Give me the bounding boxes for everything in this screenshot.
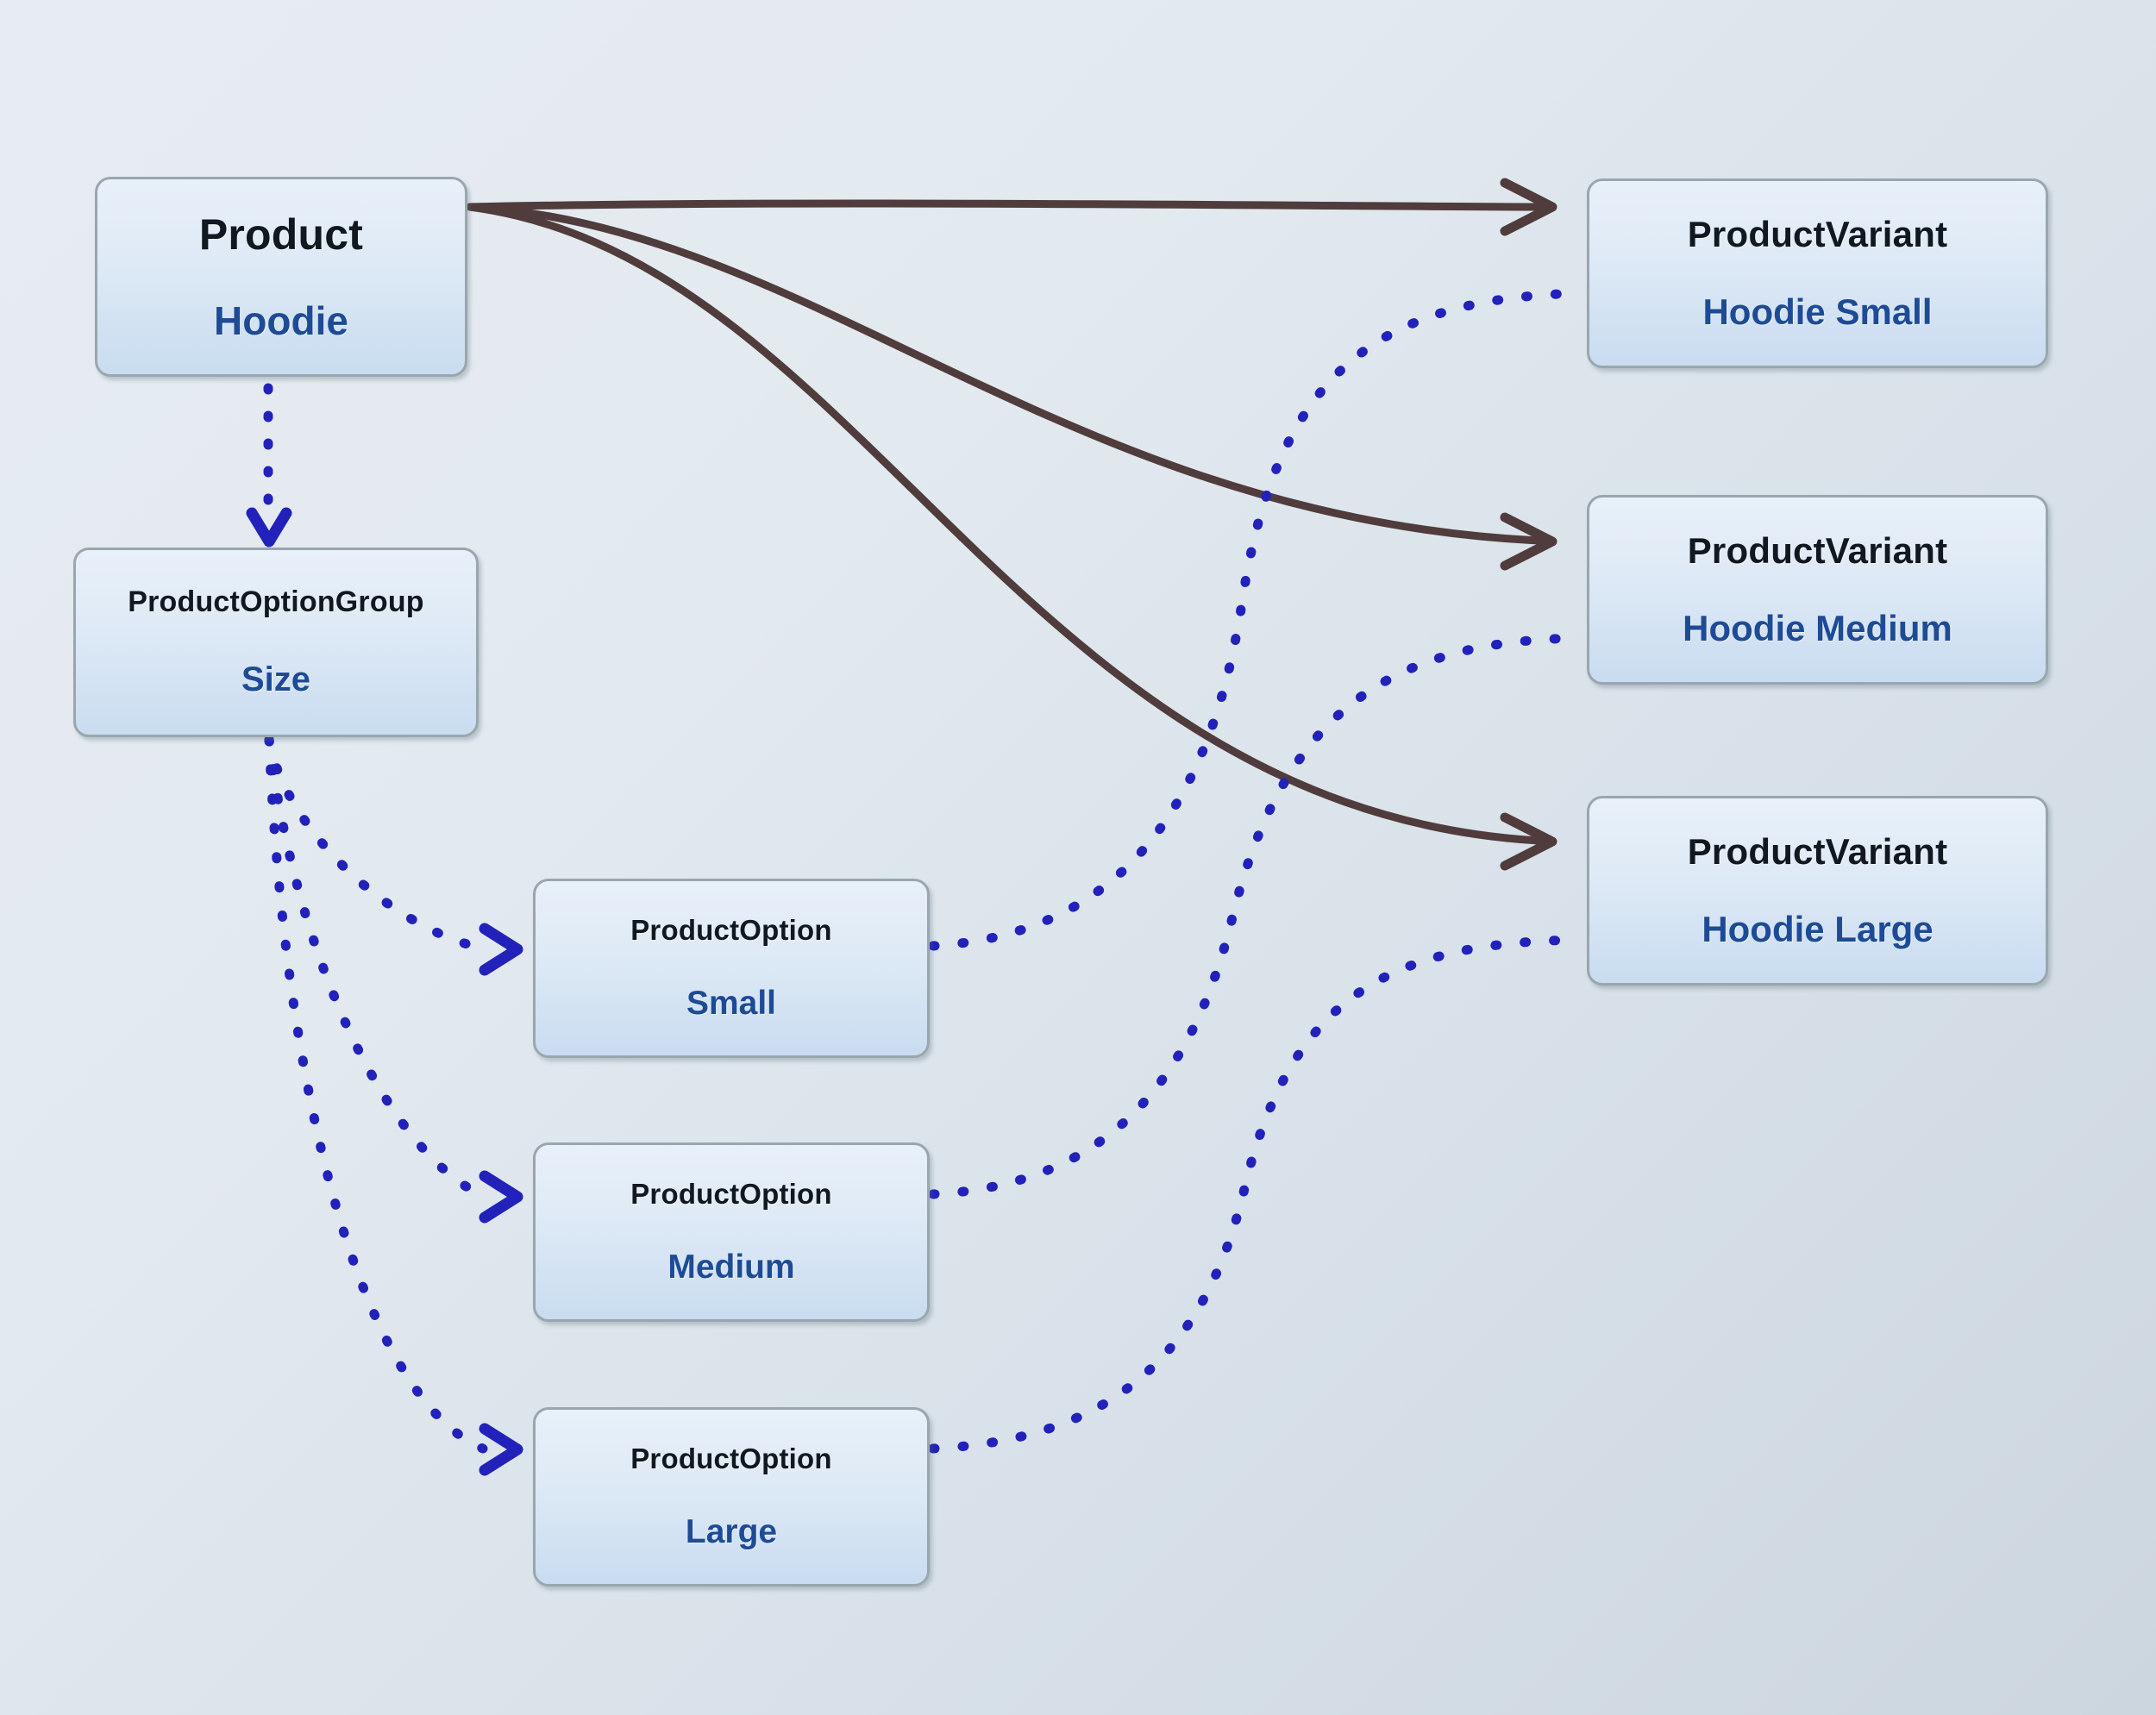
node-product-option-medium-type: ProductOption bbox=[630, 1178, 832, 1210]
edge-option-small-variant-small bbox=[928, 288, 1588, 951]
node-product-option-large[interactable]: ProductOption Large bbox=[533, 1407, 930, 1587]
edge-option-medium-variant-medium bbox=[928, 633, 1588, 1199]
node-product-variant-small-label: Hoodie Small bbox=[1702, 291, 1933, 332]
edge-product-variant-large bbox=[466, 203, 1544, 845]
node-product-option-group-type: ProductOptionGroup bbox=[128, 585, 424, 618]
edge-product-variant-small bbox=[466, 199, 1544, 211]
node-product-type: Product bbox=[198, 210, 364, 259]
arrowhead-variant-small-icon bbox=[1500, 178, 1557, 236]
node-product-variant-small[interactable]: ProductVariant Hoodie Small bbox=[1587, 178, 2048, 368]
node-product-option-large-type: ProductOption bbox=[630, 1443, 832, 1474]
node-product-variant-medium-type: ProductVariant bbox=[1687, 530, 1948, 571]
node-product-option-medium[interactable]: ProductOption Medium bbox=[533, 1142, 930, 1322]
node-product-option-small-type: ProductOption bbox=[630, 914, 832, 946]
node-product-option-small-label: Small bbox=[686, 985, 777, 1022]
node-product-option-large-label: Large bbox=[685, 1513, 778, 1550]
node-product-option-group-label: Size bbox=[241, 660, 311, 698]
node-product-variant-small-type: ProductVariant bbox=[1687, 214, 1948, 254]
arrowhead-variant-large-icon bbox=[1500, 812, 1557, 871]
node-product-variant-medium[interactable]: ProductVariant Hoodie Medium bbox=[1587, 495, 2048, 685]
node-product-variant-large-type: ProductVariant bbox=[1687, 831, 1948, 872]
node-product[interactable]: Product Hoodie bbox=[95, 177, 467, 377]
edge-optiongroup-to-options bbox=[264, 735, 488, 1454]
node-product-variant-large[interactable]: ProductVariant Hoodie Large bbox=[1587, 796, 2048, 986]
node-product-label: Hoodie bbox=[214, 298, 348, 343]
edge-optiongroup-option-small bbox=[264, 735, 488, 954]
arrowhead-option-medium-icon bbox=[479, 1170, 523, 1224]
edge-optiongroup-option-large bbox=[264, 735, 488, 1454]
option-arrowheads bbox=[479, 923, 523, 1476]
edge-options-to-variants bbox=[928, 288, 1588, 1454]
edge-optiongroup-option-medium bbox=[264, 735, 488, 1201]
solid-arrowheads bbox=[1500, 178, 1557, 871]
edge-product-to-variants bbox=[466, 199, 1544, 845]
arrowhead-option-large-icon bbox=[479, 1423, 523, 1476]
node-product-variant-medium-label: Hoodie Medium bbox=[1683, 608, 1952, 648]
arrowhead-option-small-icon bbox=[479, 923, 523, 976]
edge-option-large-variant-large bbox=[928, 935, 1588, 1454]
node-product-option-small[interactable]: ProductOption Small bbox=[533, 879, 930, 1058]
node-product-option-medium-label: Medium bbox=[667, 1249, 795, 1286]
arrowhead-variant-medium-icon bbox=[1500, 512, 1557, 571]
node-product-option-group[interactable]: ProductOptionGroup Size bbox=[73, 548, 479, 737]
node-product-variant-large-label: Hoodie Large bbox=[1702, 909, 1934, 949]
edge-product-variant-medium bbox=[466, 203, 1544, 545]
arrowhead-optiongroup-icon bbox=[246, 507, 292, 548]
